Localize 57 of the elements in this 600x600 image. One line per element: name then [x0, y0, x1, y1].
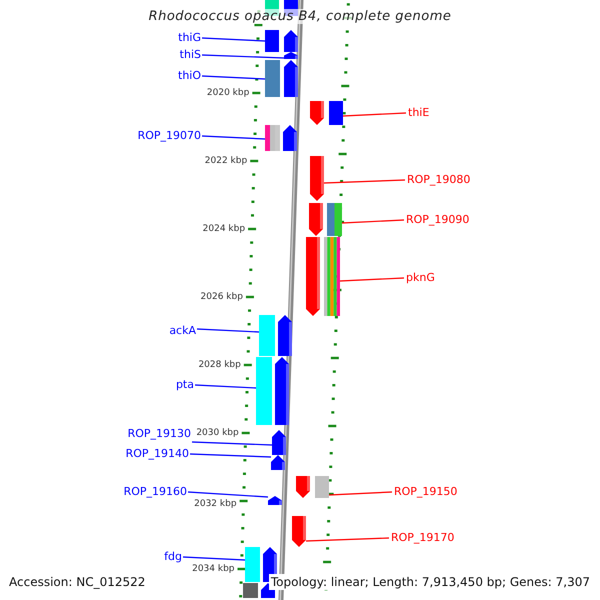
leader-line — [202, 75, 266, 80]
leader-line — [340, 277, 404, 282]
leader-line — [324, 179, 406, 184]
gene-label: ROP_19070 — [138, 129, 201, 142]
gene-block — [284, 52, 298, 59]
leader-line — [202, 37, 266, 42]
accession-note: Accession: NC_012522 — [9, 575, 146, 589]
leader-line — [182, 556, 246, 561]
scale-label: 2024 kbp — [202, 224, 246, 234]
gene-block — [256, 357, 289, 425]
leader-line — [188, 491, 268, 498]
gene-label: thiS — [180, 48, 201, 61]
leader-line — [328, 491, 392, 496]
gene-block — [265, 30, 298, 52]
gene-label: ROP_19090 — [406, 213, 470, 226]
scale-label: 2026 kbp — [200, 292, 243, 302]
gene-label: ROP_19140 — [126, 447, 189, 460]
scale-label: 2032 kbp — [194, 499, 237, 509]
title: Rhodococcus opacus B4, complete genome — [148, 9, 452, 25]
gene-label: ROP_19150 — [394, 485, 458, 498]
scale-label: 2020 kbp — [206, 88, 250, 98]
leader-line — [202, 135, 266, 140]
gene-label: thiE — [408, 106, 430, 119]
leader-line — [202, 54, 284, 59]
gene-block — [265, 60, 298, 97]
gene-block — [271, 455, 285, 470]
scale-label: 2034 kbp — [192, 564, 234, 574]
gene-block — [292, 516, 306, 547]
gene-label: thiG — [178, 31, 201, 44]
leader-line — [342, 219, 404, 224]
scale-label: 2028 kbp — [198, 360, 241, 370]
scale-label: 2030 kbp — [196, 428, 239, 438]
gene-block — [310, 156, 324, 201]
gene-block — [272, 430, 286, 455]
gene-label: ROP_19160 — [124, 485, 187, 498]
gene-label: pknG — [406, 271, 435, 284]
leader-line — [192, 441, 272, 446]
leader-line — [190, 453, 272, 458]
gene-label: ROP_19130 — [128, 427, 191, 440]
gene-block — [268, 496, 282, 505]
leader-line — [306, 537, 390, 542]
gene-label: pta — [176, 378, 194, 391]
leader-line — [342, 112, 406, 117]
leader-line — [194, 384, 256, 389]
gene-block — [310, 101, 343, 125]
gene-label: thiO — [178, 69, 201, 82]
gene-block — [296, 476, 329, 498]
gene-block — [306, 237, 340, 316]
gene-label: ROP_19080 — [407, 173, 470, 186]
gene-block — [309, 203, 342, 236]
gene-label: fdg — [164, 550, 182, 563]
genome-summary-note: Topology: linear; Length: 7,913,450 bp; Genes: 7,307 — [268, 574, 592, 590]
gene-block — [259, 315, 292, 356]
gene-label: ROP_19170 — [391, 531, 454, 544]
gene-label: ackA — [169, 324, 196, 337]
scale-label: 2022 kbp — [204, 156, 248, 166]
gene-block — [265, 125, 297, 151]
